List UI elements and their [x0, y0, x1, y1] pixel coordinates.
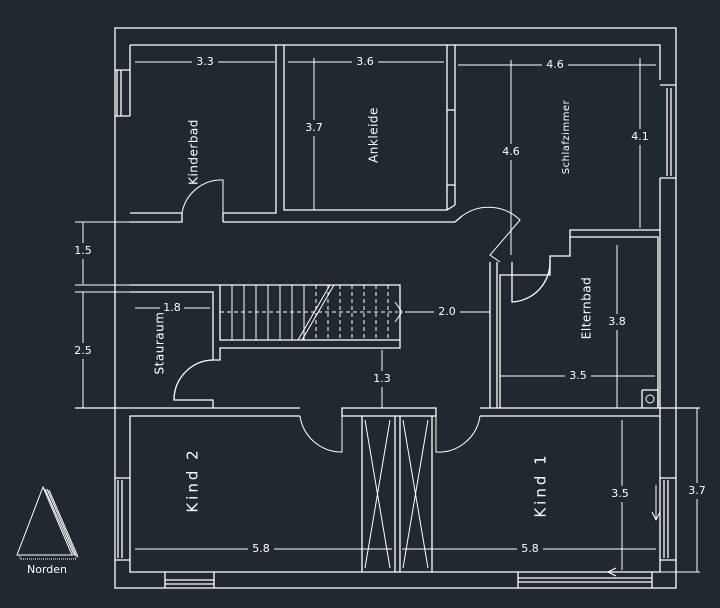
- dim-schlafzimmer-width: 4.6: [546, 58, 564, 71]
- staircase: [130, 284, 403, 408]
- room-label-kind2: Kind 2: [184, 447, 202, 512]
- middle-wall: [75, 389, 700, 478]
- dim-elternbad-width: 3.5: [569, 369, 587, 382]
- dimension-labels: 3.3 3.6 4.6 3.7 4.6 4.1 1.5 2.5 1.8 2.0 …: [73, 55, 707, 556]
- dim-stair-to-wall: 2.0: [438, 305, 456, 318]
- dim-kinderbad-width: 3.3: [196, 55, 214, 68]
- outer-walls: [114, 27, 677, 589]
- dim-elternbad-depth: 3.8: [608, 315, 626, 328]
- dim-kind1-outer-depth: 3.7: [688, 484, 706, 497]
- room-label-stauraum: Stauraum: [153, 312, 167, 375]
- dim-ankleide-depth: 3.7: [305, 121, 323, 134]
- dim-schlafzimmer-depth: 4.1: [631, 130, 649, 143]
- dim-kind1-depth: 3.5: [611, 487, 629, 500]
- north-arrow-icon: Norden: [16, 485, 79, 576]
- room-label-kind1: Kind 1: [532, 452, 550, 517]
- dim-kind1-width: 5.8: [521, 542, 539, 555]
- room-label-ankleide: Ankleide: [367, 107, 381, 163]
- dim-stauraum-width: 1.8: [163, 301, 181, 314]
- room-label-elternbad: Elternbad: [580, 277, 594, 339]
- dim-stair-to-hall: 1.3: [373, 372, 391, 385]
- room-label-kinderbad: Kinderbad: [187, 119, 201, 185]
- dim-corridor-left: 1.5: [74, 244, 92, 257]
- dim-stauraum-height: 2.5: [74, 344, 92, 357]
- north-label: Norden: [27, 563, 67, 576]
- room-labels: Kinderbad Ankleide Schlafzimmer Elternba…: [153, 99, 594, 517]
- dim-schlafzimmer-depth-inner: 4.6: [502, 145, 520, 158]
- dim-kind2-width: 5.8: [252, 542, 270, 555]
- closets: [361, 416, 433, 572]
- room-label-schlafzimmer: Schlafzimmer: [561, 99, 572, 174]
- dim-ankleide-width: 3.6: [356, 55, 374, 68]
- top-rooms-walls: [130, 45, 660, 408]
